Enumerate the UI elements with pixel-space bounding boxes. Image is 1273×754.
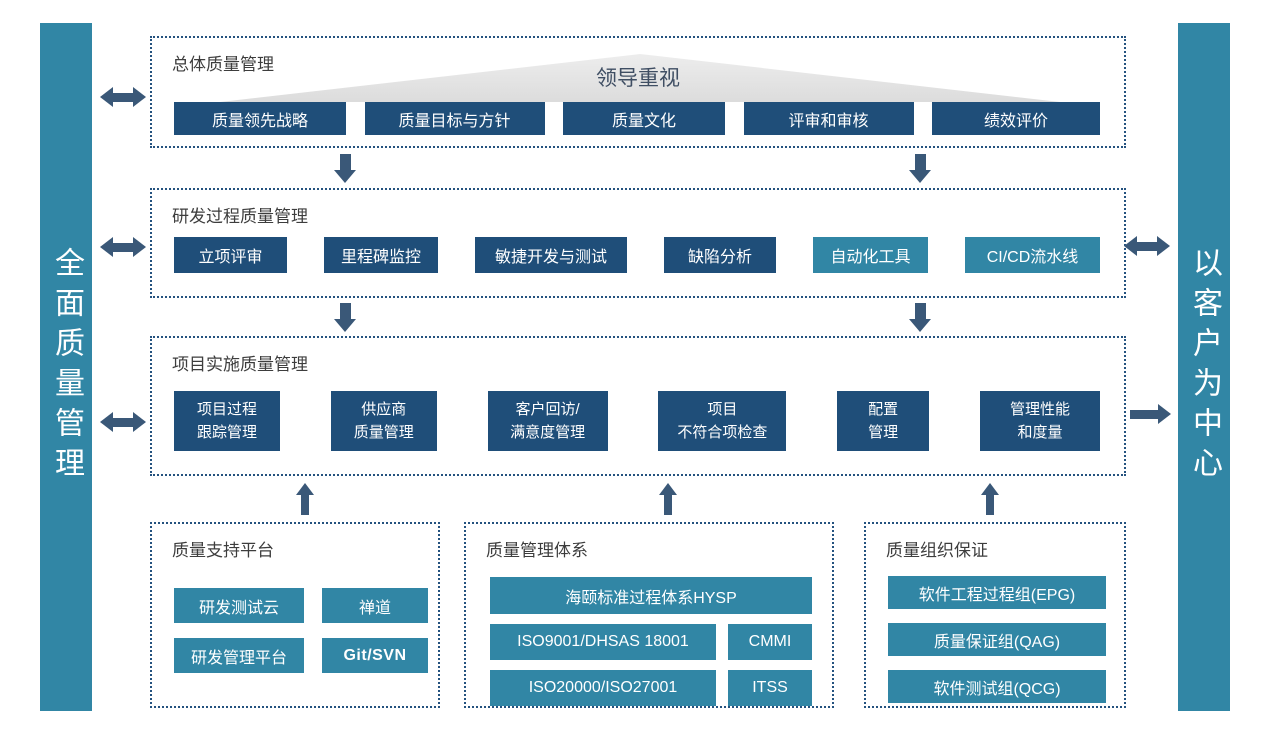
node-label-line: 配置 (868, 400, 899, 418)
right-arrow-icon (1130, 404, 1171, 424)
node-nonconformity-inspection: 项目 不符合项检查 (658, 391, 787, 451)
node-label-line: 质量管理 (353, 424, 414, 441)
node-supplier-quality: 供应商 质量管理 (330, 391, 437, 451)
organization-button-stack: 软件工程过程组(EPG) 质量保证组(QAG) 软件测试组(QCG) (888, 576, 1106, 703)
node-performance-measurement: 管理性能 和度量 (979, 391, 1100, 451)
node-project-process-tracking: 项目过程 跟踪管理 (174, 391, 280, 451)
node-iso9001-dhsas18001: ISO9001/DHSAS 18001 (490, 624, 716, 660)
node-rd-mgmt-platform: 研发管理平台 (174, 638, 304, 673)
node-label-line: 客户回访/ (515, 400, 580, 418)
node-label-line: 满意度管理 (510, 424, 586, 441)
section-overall-quality: 总体质量管理 领导重视 质量领先战略 质量目标与方针 质量文化 评审和审核 绩效… (150, 36, 1126, 148)
node-itss: ITSS (728, 670, 812, 706)
node-configuration-management: 配置 管理 (837, 391, 930, 451)
node-quality-culture: 质量文化 (563, 102, 725, 135)
node-label-line: 不符合项检查 (677, 424, 768, 441)
node-customer-visit-satisfaction: 客户回访/ 满意度管理 (487, 391, 608, 451)
up-arrow-icon (659, 483, 677, 515)
up-arrow-icon (296, 483, 314, 515)
node-agile-dev-testing: 敏捷开发与测试 (475, 237, 627, 273)
project-button-row: 项目过程 跟踪管理 供应商 质量管理 客户回访/ 满意度管理 项目 不符合项检查… (174, 391, 1100, 451)
section-project-title: 项目实施质量管理 (172, 355, 308, 374)
node-label-line: 项目 (707, 400, 738, 418)
box-organization-title: 质量组织保证 (886, 541, 988, 560)
node-iso20000-iso27001: ISO20000/ISO27001 (490, 670, 716, 706)
down-arrow-icon (909, 303, 931, 332)
down-arrow-icon (334, 303, 356, 332)
box-quality-organization: 质量组织保证 软件工程过程组(EPG) 质量保证组(QAG) 软件测试组(QCG… (864, 522, 1126, 708)
node-cicd-pipeline: CI/CD流水线 (965, 237, 1100, 273)
node-label-line: 管理 (868, 424, 899, 441)
node-qcg-group: 软件测试组(QCG) (888, 670, 1106, 703)
support-button-grid: 研发测试云 禅道 研发管理平台 Git/SVN (174, 588, 428, 673)
node-label-line: 项目过程 (196, 400, 257, 418)
node-automation-tools: 自动化工具 (813, 237, 928, 273)
node-review-audit: 评审和审核 (743, 102, 914, 135)
down-arrow-icon (909, 154, 931, 183)
right-bar-label: 以客户为中心 (1188, 247, 1221, 487)
node-git-svn: Git/SVN (322, 638, 428, 673)
right-bar-customer-centric: 以客户为中心 (1178, 23, 1230, 711)
system-row-2: ISO20000/ISO27001 ITSS (490, 670, 812, 706)
node-epg-group: 软件工程过程组(EPG) (888, 576, 1106, 609)
box-quality-support-platform: 质量支持平台 研发测试云 禅道 研发管理平台 Git/SVN (150, 522, 440, 708)
double-arrow-icon (100, 87, 146, 107)
node-label-line: 管理性能 (1009, 400, 1070, 418)
section-overall-title: 总体质量管理 (172, 55, 274, 74)
node-rd-test-cloud: 研发测试云 (174, 588, 304, 623)
node-hysp-standard-process: 海颐标准过程体系HYSP (490, 577, 812, 614)
node-cmmi: CMMI (728, 624, 812, 660)
section-project-quality: 项目实施质量管理 项目过程 跟踪管理 供应商 质量管理 客户回访/ 满意度管理 … (150, 336, 1126, 476)
leadership-banner-label: 领导重视 (596, 67, 680, 90)
node-quality-goals-policy: 质量目标与方针 (364, 102, 545, 135)
box-support-title: 质量支持平台 (172, 541, 274, 560)
node-label-line: 跟踪管理 (196, 424, 257, 441)
node-milestone-monitoring: 里程碑监控 (324, 237, 438, 273)
node-defect-analysis: 缺陷分析 (664, 237, 776, 273)
node-qag-group: 质量保证组(QAG) (888, 623, 1106, 656)
left-bar-total-quality: 全面质量管理 (40, 23, 92, 711)
double-arrow-icon (100, 237, 146, 257)
node-label-line: 和度量 (1017, 424, 1063, 441)
left-bar-label: 全面质量管理 (50, 247, 83, 487)
box-system-title: 质量管理体系 (486, 541, 588, 560)
down-arrow-icon (334, 154, 356, 183)
box-quality-management-system: 质量管理体系 海颐标准过程体系HYSP ISO9001/DHSAS 18001 … (464, 522, 834, 708)
node-performance-evaluation: 绩效评价 (932, 102, 1100, 135)
system-row-1: ISO9001/DHSAS 18001 CMMI (490, 624, 812, 660)
up-arrow-icon (981, 483, 999, 515)
node-project-initiation-review: 立项评审 (174, 237, 287, 273)
node-label-line: 供应商 (361, 400, 407, 418)
double-arrow-icon (1124, 236, 1170, 256)
overall-button-row: 质量领先战略 质量目标与方针 质量文化 评审和审核 绩效评价 (174, 102, 1100, 135)
rd-button-row: 立项评审 里程碑监控 敏捷开发与测试 缺陷分析 自动化工具 CI/CD流水线 (174, 237, 1100, 273)
node-zentao: 禅道 (322, 588, 428, 623)
node-quality-leading-strategy: 质量领先战略 (174, 102, 346, 135)
section-rd-process-quality: 研发过程质量管理 立项评审 里程碑监控 敏捷开发与测试 缺陷分析 自动化工具 C… (150, 188, 1126, 298)
double-arrow-icon (100, 412, 146, 432)
section-rd-title: 研发过程质量管理 (172, 207, 308, 226)
